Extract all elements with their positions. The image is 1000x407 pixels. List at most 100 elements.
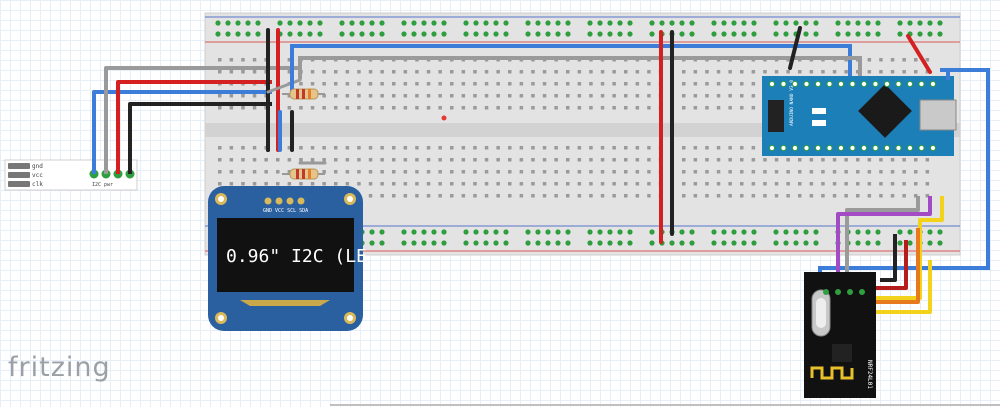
arduino-pin — [837, 80, 845, 88]
breadboard-hole — [844, 70, 848, 74]
arduino-pin — [814, 80, 822, 88]
rail-pin — [731, 31, 737, 37]
rail-pin — [317, 31, 323, 37]
rail-pin — [689, 31, 695, 37]
breadboard-hole — [554, 146, 558, 150]
breadboard-hole — [310, 106, 315, 110]
breadboard-hole — [867, 182, 872, 186]
oled-display[interactable]: GND VCC SCL SDA 0.96" I2C (LE — [208, 186, 367, 331]
breadboard-hole — [635, 182, 640, 186]
breadboard-hole — [241, 106, 245, 110]
breadboard-hole — [415, 194, 419, 198]
breadboard-hole — [867, 70, 872, 74]
sensor-pin-vcc: vcc — [32, 172, 43, 179]
breadboard-hole — [856, 182, 860, 186]
breadboard-hole — [345, 82, 350, 86]
breadboard-hole — [624, 170, 628, 174]
breadboard-hole — [519, 182, 524, 186]
breadboard-hole — [705, 170, 709, 174]
breadboard-hole — [902, 58, 906, 62]
breadboard-hole — [450, 146, 454, 150]
breadboard-hole — [751, 170, 756, 174]
rail-pin — [359, 31, 365, 37]
rail-pin — [473, 229, 479, 235]
breadboard-hole — [879, 194, 883, 198]
breadboard-hole — [566, 106, 570, 110]
breadboard-hole — [589, 146, 593, 150]
breadboard-hole — [357, 94, 361, 98]
rail-pin — [917, 31, 923, 37]
breadboard-hole — [566, 194, 570, 198]
breadboard-hole — [716, 182, 721, 186]
breadboard-hole — [589, 70, 593, 74]
arduino-pin — [803, 80, 810, 88]
breadboard-hole — [276, 182, 280, 186]
breadboard-hole — [415, 94, 419, 98]
breadboard-hole — [566, 146, 570, 150]
rail-pin — [493, 31, 499, 37]
breadboard-hole — [264, 158, 268, 162]
wires-radio[interactable] — [836, 196, 944, 314]
breadboard-hole — [832, 158, 837, 162]
arduino-nano[interactable]: ARDUINO NANO V3.0 — [762, 76, 957, 156]
breadboard-hole — [577, 70, 582, 74]
breadboard-hole — [334, 82, 338, 86]
wires-breadboard[interactable] — [266, 26, 932, 244]
breadboard-hole — [635, 70, 640, 74]
rail-pin — [431, 31, 437, 37]
rail-pin — [679, 31, 685, 37]
breadboard-hole — [600, 70, 605, 74]
rail-pin — [813, 20, 819, 26]
breadboard-hole — [902, 170, 906, 174]
breadboard-hole — [856, 158, 860, 162]
rail-pin — [349, 31, 355, 37]
rail-pin — [441, 229, 447, 235]
rail-pin — [937, 20, 943, 26]
breadboard-hole — [879, 58, 883, 62]
breadboard-hole — [380, 106, 384, 110]
breadboard-hole — [276, 170, 280, 174]
breadboard-hole — [438, 70, 442, 74]
breadboard-hole — [774, 182, 779, 186]
rail-pin — [721, 240, 727, 246]
rail-pin — [865, 20, 871, 26]
breadboard-hole — [647, 106, 651, 110]
rail-pin — [525, 31, 531, 37]
breadboard-hole — [450, 194, 454, 198]
breadboard-hole — [763, 182, 767, 186]
breadboard-hole — [380, 170, 384, 174]
breadboard-hole — [450, 170, 454, 174]
breadboard-hole — [461, 82, 466, 86]
breadboard-hole — [624, 182, 628, 186]
breadboard-hole — [380, 194, 384, 198]
breadboard-hole — [473, 146, 477, 150]
breadboard-hole — [554, 170, 558, 174]
breadboard-hole — [380, 182, 384, 186]
breadboard-hole — [728, 94, 732, 98]
resistor-1[interactable] — [282, 88, 325, 100]
arduino-pin — [849, 80, 856, 88]
breadboard-hole — [218, 170, 222, 174]
rail-pin — [401, 240, 407, 246]
rail-pin — [865, 240, 871, 246]
breadboard-hole — [403, 170, 408, 174]
breadboard-hole — [716, 146, 721, 150]
breadboard-hole — [426, 182, 431, 186]
breadboard-hole — [484, 170, 489, 174]
breadboard-hole — [856, 70, 860, 74]
breadboard-hole — [287, 170, 292, 174]
rail-pin — [751, 240, 757, 246]
arduino-pin — [906, 144, 914, 152]
nrf24-radio[interactable]: NRF24L01 — [804, 272, 876, 398]
breadboard-hole — [624, 70, 628, 74]
rail-pin — [793, 229, 799, 235]
rail-pin — [565, 31, 571, 37]
breadboard-hole — [914, 170, 918, 174]
breadboard-hole — [600, 146, 605, 150]
breadboard-hole — [844, 194, 848, 198]
breadboard-hole — [287, 70, 292, 74]
breadboard-hole — [647, 94, 651, 98]
breadboard-hole — [519, 106, 524, 110]
resistor-2[interactable] — [282, 168, 325, 180]
sensor-module[interactable]: gnd vcc clk I2C pwr — [4, 159, 138, 191]
